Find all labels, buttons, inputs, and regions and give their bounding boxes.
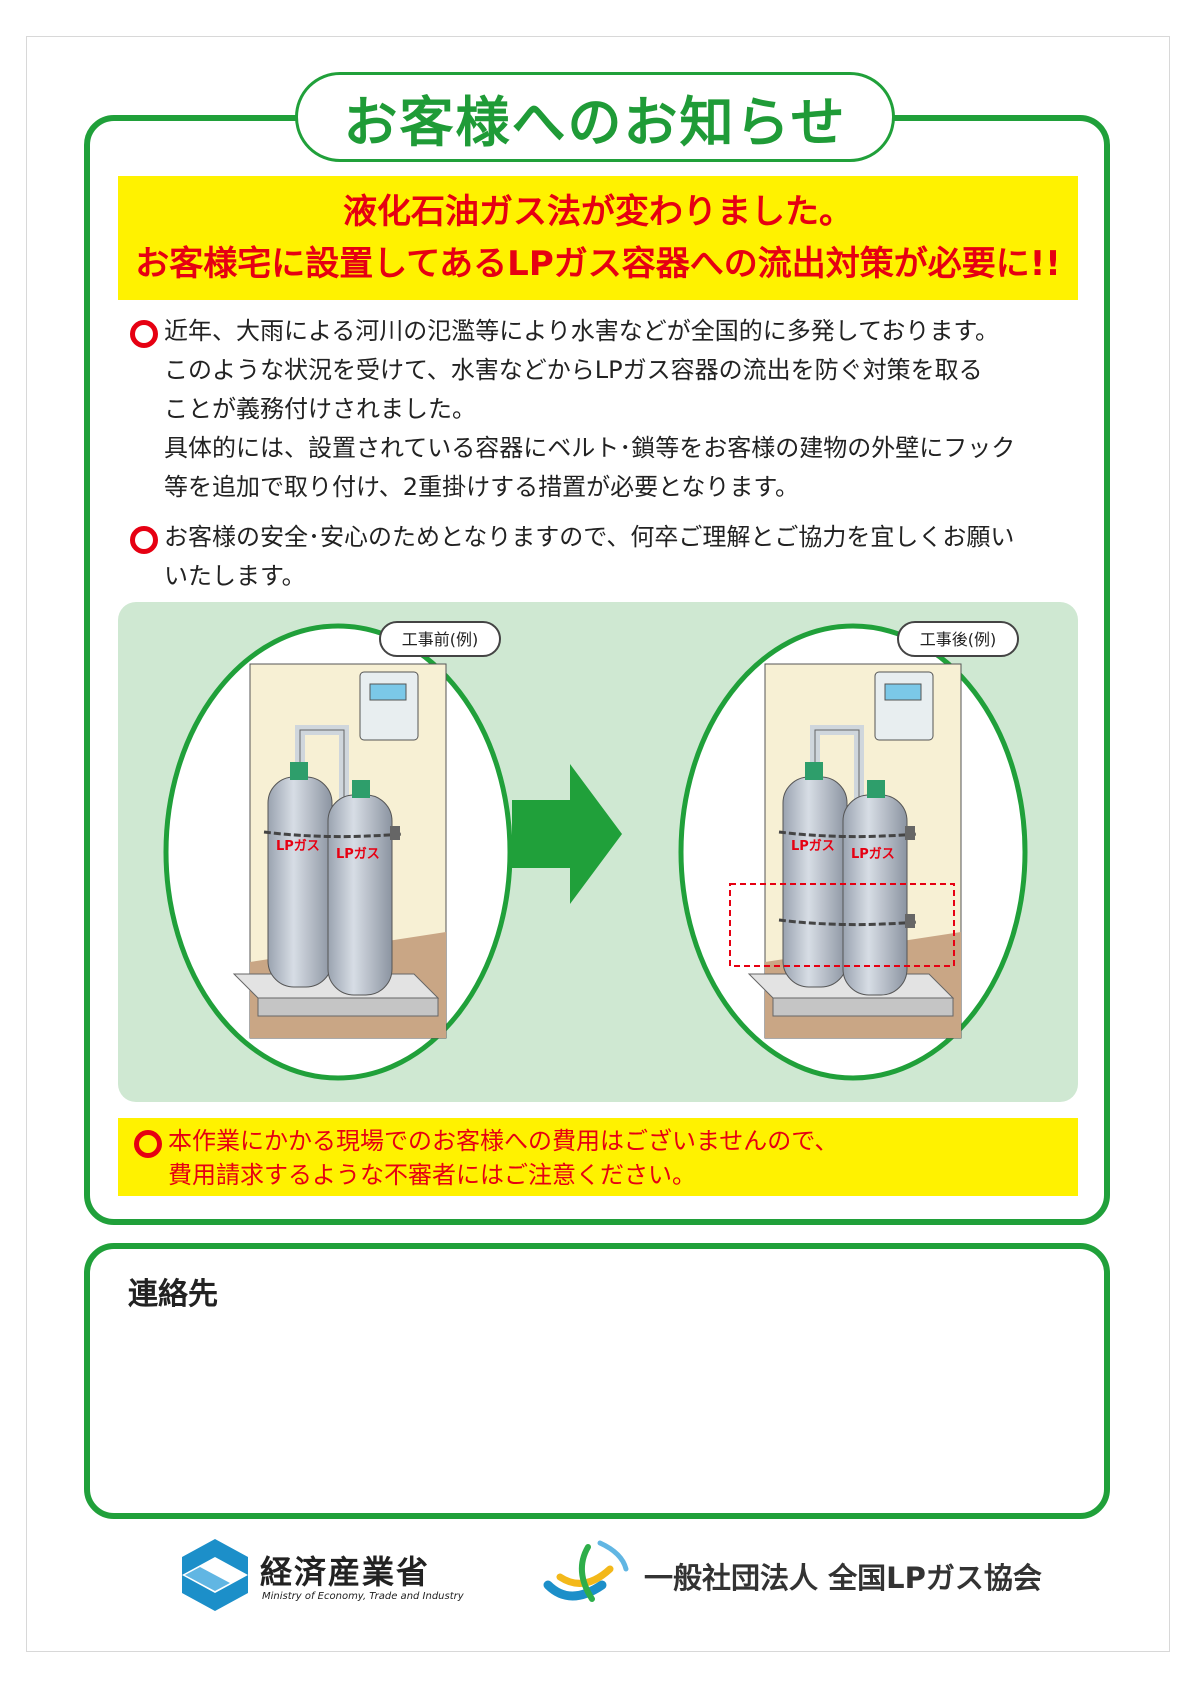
notice-text-1: 近年、大雨による河川の氾濫等により水害などが全国的に多発しております。 このよう… — [164, 317, 1016, 501]
meti-logo-icon — [182, 1539, 248, 1611]
before-label: 工事前(例) — [402, 630, 479, 649]
before-after-illustration: LPガス LPガス 工事前(例) LPガス — [163, 621, 1028, 1081]
cylinder-label-after-2: LPガス — [851, 847, 895, 862]
after-label: 工事後(例) — [920, 630, 997, 649]
cylinder-label-before-2: LPガス — [336, 847, 380, 862]
before-scene: LPガス LPガス 工事前(例) — [163, 621, 513, 1081]
notice-paragraph-1: 近年、大雨による河川の氾濫等により水害などが全国的に多発しております。 このよう… — [130, 312, 1090, 507]
title-pill: お客様へのお知らせ — [295, 72, 895, 162]
meti-english-name: Ministry of Economy, Trade and Industry — [262, 1591, 464, 1602]
headline-line-1: 液化石油ガス法が変わりました。 — [343, 192, 853, 232]
fee-notice-text: 本作業にかかる現場でのお客様への費用はございませんので、 費用請求するような不審… — [168, 1127, 839, 1189]
red-circle-bullet-icon — [130, 526, 158, 554]
meti-name: 経済産業省 — [260, 1553, 431, 1591]
contact-label: 連絡先 — [128, 1277, 218, 1312]
meti-logo-block: 経済産業省 Ministry of Economy, Trade and Ind… — [180, 1535, 480, 1615]
after-scene: LPガス LPガス 工事後(例) — [678, 621, 1028, 1081]
page-border — [26, 36, 1170, 1652]
contact-box: 連絡先 — [84, 1243, 1110, 1519]
headline-banner: 液化石油ガス法が変わりました。 お客様宅に設置してあるLPガス容器への流出対策が… — [118, 176, 1078, 300]
notice-paragraph-2: お客様の安全･安心のためとなりますので、何卒ご理解とご協力を宜しくお願い いたし… — [130, 518, 1090, 596]
lpg-association-name: 一般社団法人 全国LPガス協会 — [644, 1561, 1042, 1595]
page-title: お客様へのお知らせ — [343, 90, 847, 154]
headline-line-2: お客様宅に設置してあるLPガス容器への流出対策が必要に!! — [135, 244, 1061, 284]
cylinder-label-before-1: LPガス — [276, 839, 320, 854]
cylinder-label-after-1: LPガス — [791, 839, 835, 854]
arrow-right-icon — [512, 764, 622, 904]
red-circle-bullet-icon — [134, 1130, 162, 1158]
lpg-association-logo-icon — [543, 1540, 629, 1602]
notice-text-2: お客様の安全･安心のためとなりますので、何卒ご理解とご協力を宜しくお願い いたし… — [164, 523, 1015, 590]
red-circle-bullet-icon — [130, 320, 158, 348]
lpg-association-block: 一般社団法人 全国LPガス協会 — [540, 1535, 1060, 1615]
illustration-panel: LPガス LPガス 工事前(例) LPガス — [118, 602, 1078, 1102]
fee-notice-banner: 本作業にかかる現場でのお客様への費用はございませんので、 費用請求するような不審… — [118, 1118, 1078, 1196]
